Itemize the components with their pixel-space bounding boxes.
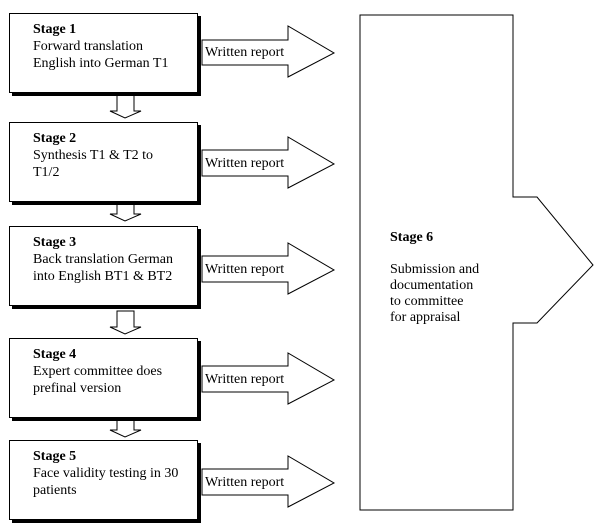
report-arrow-5: [201, 455, 336, 508]
down-arrow-3-4: [109, 310, 142, 335]
stage-4-box: Stage 4 Expert committee does prefinal v…: [9, 338, 198, 418]
stage-6-line-1: Submission and: [390, 262, 480, 277]
report-arrow-3: [201, 242, 336, 295]
stage-2-box: Stage 2 Synthesis T1 & T2 to T1/2: [9, 122, 198, 202]
stage-3-box: Stage 3 Back translation German into Eng…: [9, 226, 198, 306]
final-stage-arrow: [359, 14, 594, 511]
report-arrow-1: [201, 25, 336, 78]
stage-1-title: Stage 1: [33, 22, 77, 37]
stage-5-box: Stage 5 Face validity testing in 30 pati…: [9, 440, 198, 520]
stage-1-line-1: Forward translation: [33, 39, 144, 54]
stage-3-line-2: into English BT1 & BT2: [33, 269, 173, 284]
stage-4-line-2: prefinal version: [33, 381, 122, 396]
stage-1-line-2: English into German T1: [33, 56, 169, 71]
stage-3-line-1: Back translation German: [33, 252, 173, 267]
stage-4-line-1: Expert committee does: [33, 364, 163, 379]
report-arrow-4: [201, 352, 336, 405]
written-report-label-3: Written report: [205, 262, 285, 277]
written-report-label-4: Written report: [205, 372, 285, 387]
written-report-label-1: Written report: [205, 45, 285, 60]
stage-5-line-1: Face validity testing in 30: [33, 466, 179, 481]
stage-5-line-2: patients: [33, 483, 77, 498]
stage-6-line-3: to committee: [390, 294, 464, 309]
report-arrow-2: [201, 136, 336, 189]
stage-2-line-2: T1/2: [33, 165, 60, 180]
written-report-label-5: Written report: [205, 475, 285, 490]
stage-6-description: Submission and documentation to committe…: [390, 262, 520, 326]
stage-4-title: Stage 4: [33, 347, 77, 362]
stage-2-line-1: Synthesis T1 & T2 to: [33, 148, 154, 163]
written-report-label-2: Written report: [205, 156, 285, 171]
stage-3-title: Stage 3: [33, 235, 77, 250]
stage-2-title: Stage 2: [33, 131, 77, 146]
stage-6-line-4: for appraisal: [390, 310, 461, 325]
stage-6-title: Stage 6: [390, 230, 434, 245]
down-arrow-1-2: [109, 94, 142, 119]
stage-6-line-2: documentation: [390, 278, 474, 293]
stage-5-title: Stage 5: [33, 449, 77, 464]
stage-1-box: Stage 1 Forward translation English into…: [9, 13, 198, 93]
